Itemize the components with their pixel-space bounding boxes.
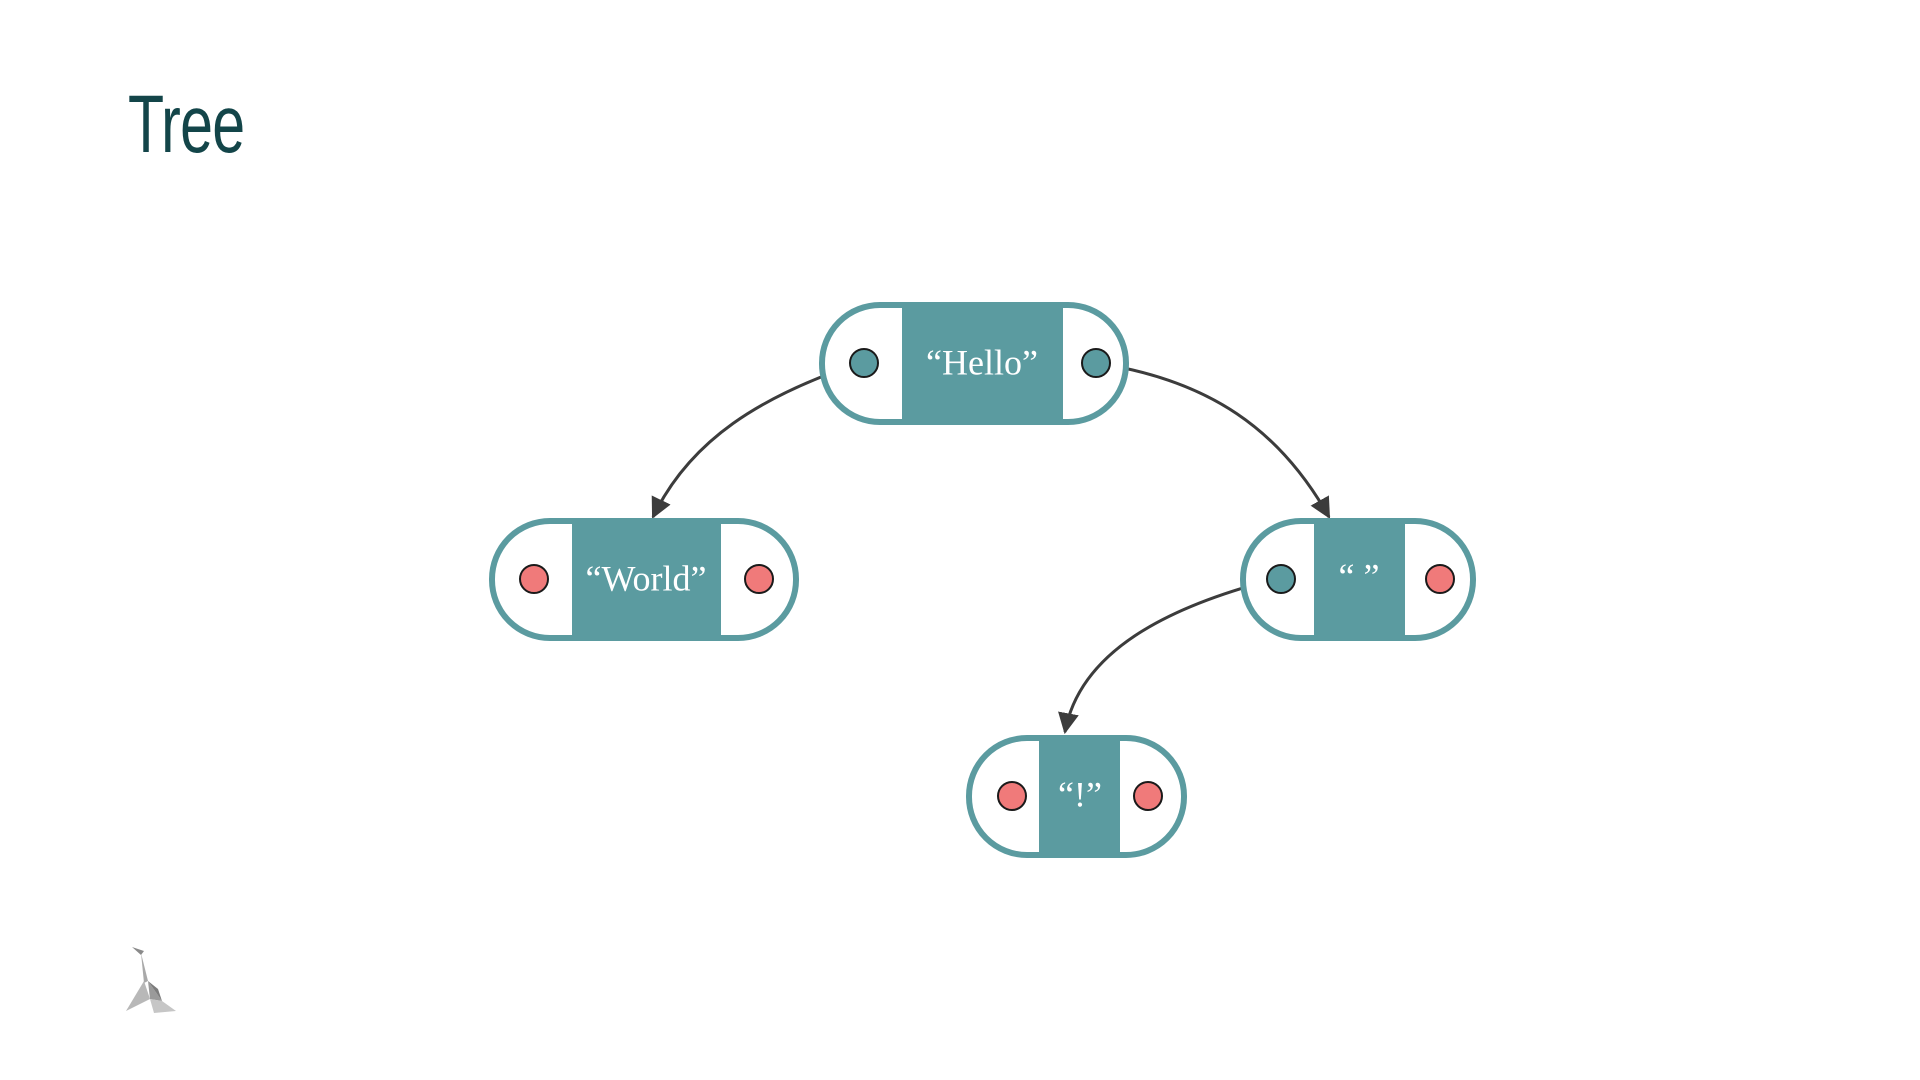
right-pointer-set-dot: [1081, 348, 1111, 378]
node-label-world: “World”: [585, 558, 706, 598]
left-pointer-set-dot: [1266, 564, 1296, 594]
right-pointer-null-dot: [1425, 564, 1455, 594]
origami-crane-logo-icon: [126, 947, 176, 1013]
edge-space-to-bang: [1058, 577, 1276, 735]
tree-node-bang: “!”: [966, 735, 1187, 858]
left-pointer-set-dot: [849, 348, 879, 378]
tree-node-space: “ ”: [1240, 518, 1476, 641]
tree-node-hello: “Hello”: [819, 302, 1129, 425]
slide-title: Tree: [128, 79, 245, 170]
edge-hello-to-space: [1095, 361, 1331, 519]
left-pointer-null-dot: [519, 564, 549, 594]
right-pointer-null-dot: [1133, 781, 1163, 811]
node-label-hello: “Hello”: [926, 342, 1038, 382]
node-label-space: “ ”: [1339, 556, 1380, 596]
node-label-bang: “!”: [1058, 774, 1102, 814]
tree-node-world: “World”: [489, 518, 799, 641]
left-pointer-null-dot: [997, 781, 1027, 811]
right-pointer-null-dot: [744, 564, 774, 594]
